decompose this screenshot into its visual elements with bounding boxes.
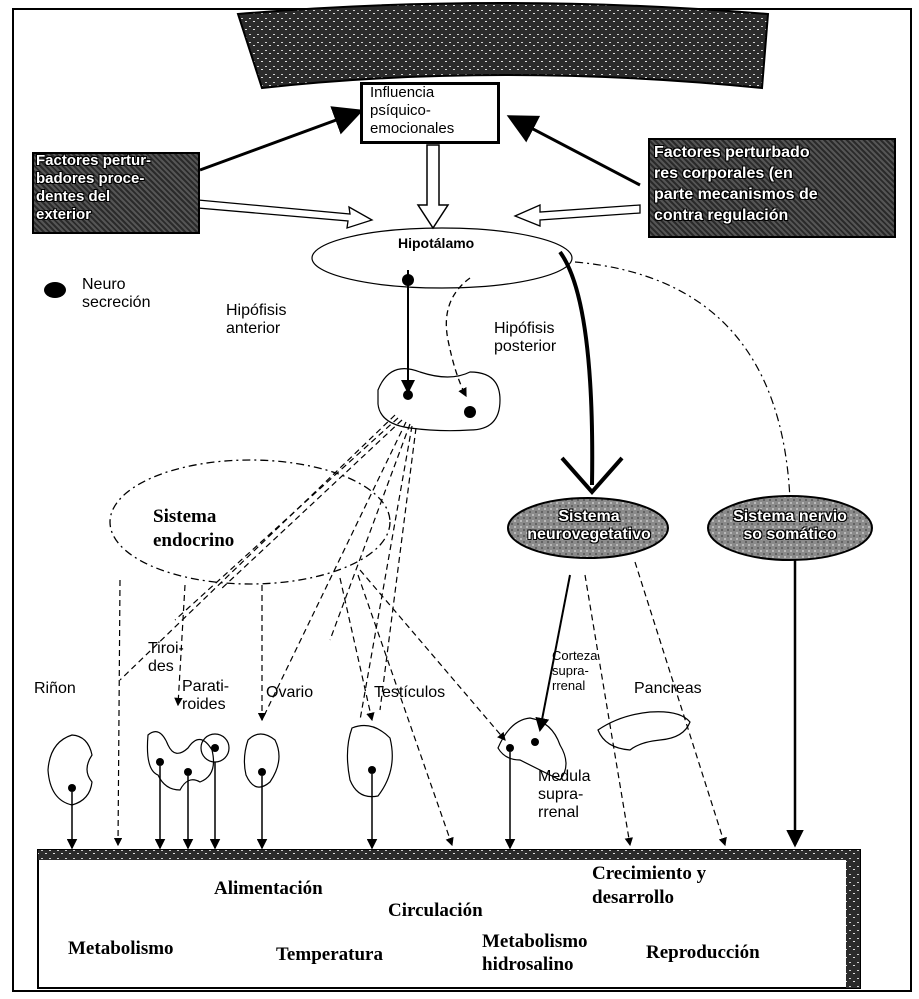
neurosecretion-dot-2 [464,406,476,418]
corteza-label: Corteza supra- rrenal [552,648,598,693]
psychoemotional-label: Influencia psíquico- emocionales [370,84,455,137]
neuro-organ-arrows [535,560,804,848]
neurosecretion-legend-label: Neuro secreción [82,276,151,311]
neurovegetativo-ellipse [507,497,669,559]
pancreas-label: Pancreas [634,680,702,697]
sistema-somatico-label: Sistema nervio so somático [733,508,847,543]
ovario-label: Ovario [266,684,314,701]
somatico-ellipse [707,495,873,561]
testicle-shape [346,725,393,798]
pituitary-fan [119,414,417,721]
organ-output-arrows [66,752,516,850]
paratiroides-label: Parati- roides [182,678,230,713]
crecimiento-label: Crecimiento y desarrollo [592,863,707,908]
reproduccion-label: Reproducción [646,942,760,963]
external-factors-box [32,152,200,234]
arrow-left-to-top [199,106,364,172]
arrow-to-neurovegetativo [558,250,595,486]
functions-box [37,849,861,989]
neurosecretion-legend-icon [44,282,66,298]
neurosecretion-dot-3 [403,390,413,400]
adrenal-shape [497,717,567,781]
neurosecretion-dot-1 [402,274,414,286]
arrow-right-to-top [506,115,641,187]
kidney-shape [47,734,93,806]
hipotalamo-to-somatico [574,261,791,501]
endocrine-organ-arrows [113,569,506,847]
hipofisis-shape [377,368,501,432]
medula-label: Medula supra- rrenal [538,768,591,821]
arrowhead-neurovegetativo [560,456,624,496]
functions-box-top-edge [38,850,860,860]
alimentacion-label: Alimentación [214,878,323,899]
temperatura-label: Temperatura [276,944,383,965]
sistema-neurovegetativo-label: Sistema neurovegetativo [527,508,651,543]
hollow-arrow-left [197,199,374,229]
testiculos-label: Testículos [374,684,446,701]
hollow-arrow-top [416,144,450,230]
rinon-label: Riñon [34,680,76,697]
metabolismo-hidrosalino-label: Metabolismo hidrosalino [482,931,588,975]
hollow-arrow-right [513,204,641,227]
sistema-endocrino-label: Sistema endocrino [153,506,235,551]
body-factors-label: Factores perturbado res corporales (en p… [654,144,818,224]
functions-box-right-edge [846,850,860,988]
metabolismo-label: Metabolismo [68,938,174,959]
tiroides-label: Tiroi- des [148,640,184,675]
organ-dots [68,738,539,792]
psychoemotional-box [360,82,500,144]
hipofisis-anterior-label: Hipófisis anterior [226,302,287,337]
body-factors-box [648,138,896,238]
hipotalamo-label: Hipotálamo [398,235,475,251]
cortex-arc [236,2,770,90]
endocrino-ellipse [109,459,391,585]
hipofisis-posterior-label: Hipófisis posterior [494,320,557,355]
circulacion-label: Circulación [388,900,483,921]
hipotalamo-to-posterior [445,277,471,398]
pancreas-shape [597,711,691,751]
hipotalamo-ellipse [311,227,573,289]
external-factors-label: Factores pertur- badores proce- dentes d… [36,152,152,223]
ovary-shape [243,733,280,788]
